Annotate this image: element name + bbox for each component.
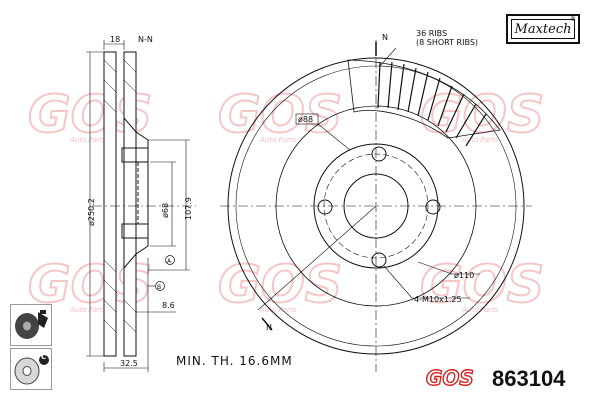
disc-brake-pad-icon <box>10 304 52 346</box>
dim-diameter-hub: ø68 <box>161 203 170 218</box>
watermark-sub: Auto Parts <box>461 306 499 314</box>
marker-b: B <box>157 284 161 291</box>
dim-diameter: ø250.2 <box>87 198 96 226</box>
logo-text: Maxtech <box>514 21 572 37</box>
cut-label-top: N <box>382 33 388 42</box>
cut-label-bottom: N <box>266 323 272 332</box>
part-number: 863104 <box>492 366 566 391</box>
disc-spray-icon: C <box>10 348 52 390</box>
front-view <box>220 40 532 372</box>
maxtech-logo: Maxtech ® <box>506 14 580 44</box>
min-thickness: MIN. TH. 16.6MM <box>176 354 293 368</box>
gos-logo: GOS <box>424 365 488 397</box>
dim-holes: 4-M10x1.25 <box>414 295 462 304</box>
section-view <box>86 40 196 372</box>
ribs-short: (8 SHORT RIBS) <box>416 38 478 47</box>
watermark-sub: Auto Parts <box>69 306 107 314</box>
dim-pcd: ø110 <box>454 271 474 280</box>
watermark-sub: Auto Parts <box>461 136 499 144</box>
watermark-text: GOS <box>218 255 342 315</box>
gos-logo-text: GOS <box>426 366 474 390</box>
dim-width-top: 18 <box>110 35 120 44</box>
dim-center-bore: ø88 <box>298 115 313 124</box>
watermark-text: GOS <box>420 255 544 315</box>
dim-height: 107.9 <box>184 197 193 220</box>
watermark-sub: Auto Parts <box>69 136 107 144</box>
section-label: N-N <box>138 35 153 44</box>
dim-width-bottom: 32.5 <box>120 359 138 368</box>
watermark-sub: Auto Parts <box>259 306 297 314</box>
watermark-sub: Auto Parts <box>259 136 297 144</box>
trademark: ® <box>570 16 576 23</box>
marker-a: A <box>167 258 172 265</box>
watermark-text: GOS <box>218 85 342 145</box>
dim-offset: 8.6 <box>162 301 175 310</box>
ribs-count: 36 RIBS <box>416 29 447 38</box>
icon-letter: C <box>41 353 47 361</box>
